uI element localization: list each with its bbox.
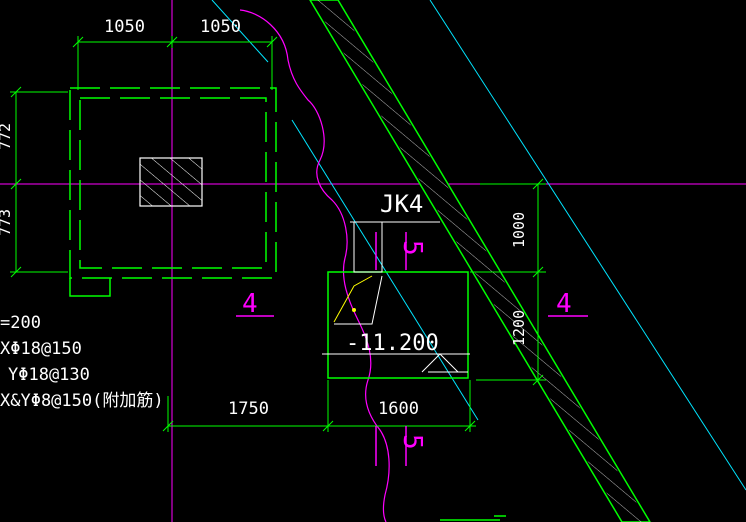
diagonal-guide-lines — [211, 0, 746, 491]
section-marks — [236, 232, 588, 466]
guide-line-3 — [429, 0, 746, 491]
dim-top-right: 1050 — [200, 17, 241, 37]
note-line-1: =200 — [0, 313, 41, 333]
dim-bottom-left: 1750 — [228, 399, 269, 419]
retaining-wall — [309, 0, 651, 522]
note-line-4: X&YΦ8@150(附加筋) — [0, 391, 164, 411]
dim-right-lower: 1200 — [510, 310, 528, 346]
footprint-dashed-inner — [79, 97, 267, 269]
footprint-right-outer — [327, 271, 469, 379]
footprint-dashed-outer — [69, 87, 277, 279]
dim-bottom-right: 1600 — [378, 399, 419, 419]
elevation-marker — [322, 353, 470, 373]
dimension-top — [72, 36, 278, 90]
foundation-footprint-left — [69, 87, 277, 297]
note-line-2: XΦ18@150 — [0, 339, 82, 359]
dim-left-lower: 773 — [0, 209, 14, 236]
elevation-value: -11.200 — [346, 331, 439, 356]
note-line-3: YΦ18@130 — [8, 365, 90, 385]
section-mark-4-right: 4 — [556, 289, 572, 319]
foundation-footprint-right — [327, 221, 469, 379]
bottom-lines — [440, 515, 506, 521]
guide-line-2 — [291, 119, 479, 421]
section-mark-4-left: 4 — [242, 289, 258, 319]
foundation-tag: JK4 — [380, 190, 423, 218]
dimension-bottom — [162, 380, 476, 432]
column-section-hatched — [139, 157, 203, 207]
anchor-dot — [352, 308, 356, 312]
dimension-left — [10, 86, 68, 278]
section-mark-5-lower: 5 — [397, 434, 427, 450]
guide-line-1 — [211, 0, 269, 63]
dim-top-left: 1050 — [104, 17, 145, 37]
dim-right-upper: 1000 — [510, 212, 528, 248]
dimension-right — [470, 178, 546, 386]
column-outline — [353, 221, 383, 273]
section-mark-5-upper: 5 — [397, 240, 427, 256]
wavy-boundary-line — [239, 9, 390, 522]
footprint-leader — [69, 278, 111, 297]
dim-left-upper: 772 — [0, 123, 14, 150]
